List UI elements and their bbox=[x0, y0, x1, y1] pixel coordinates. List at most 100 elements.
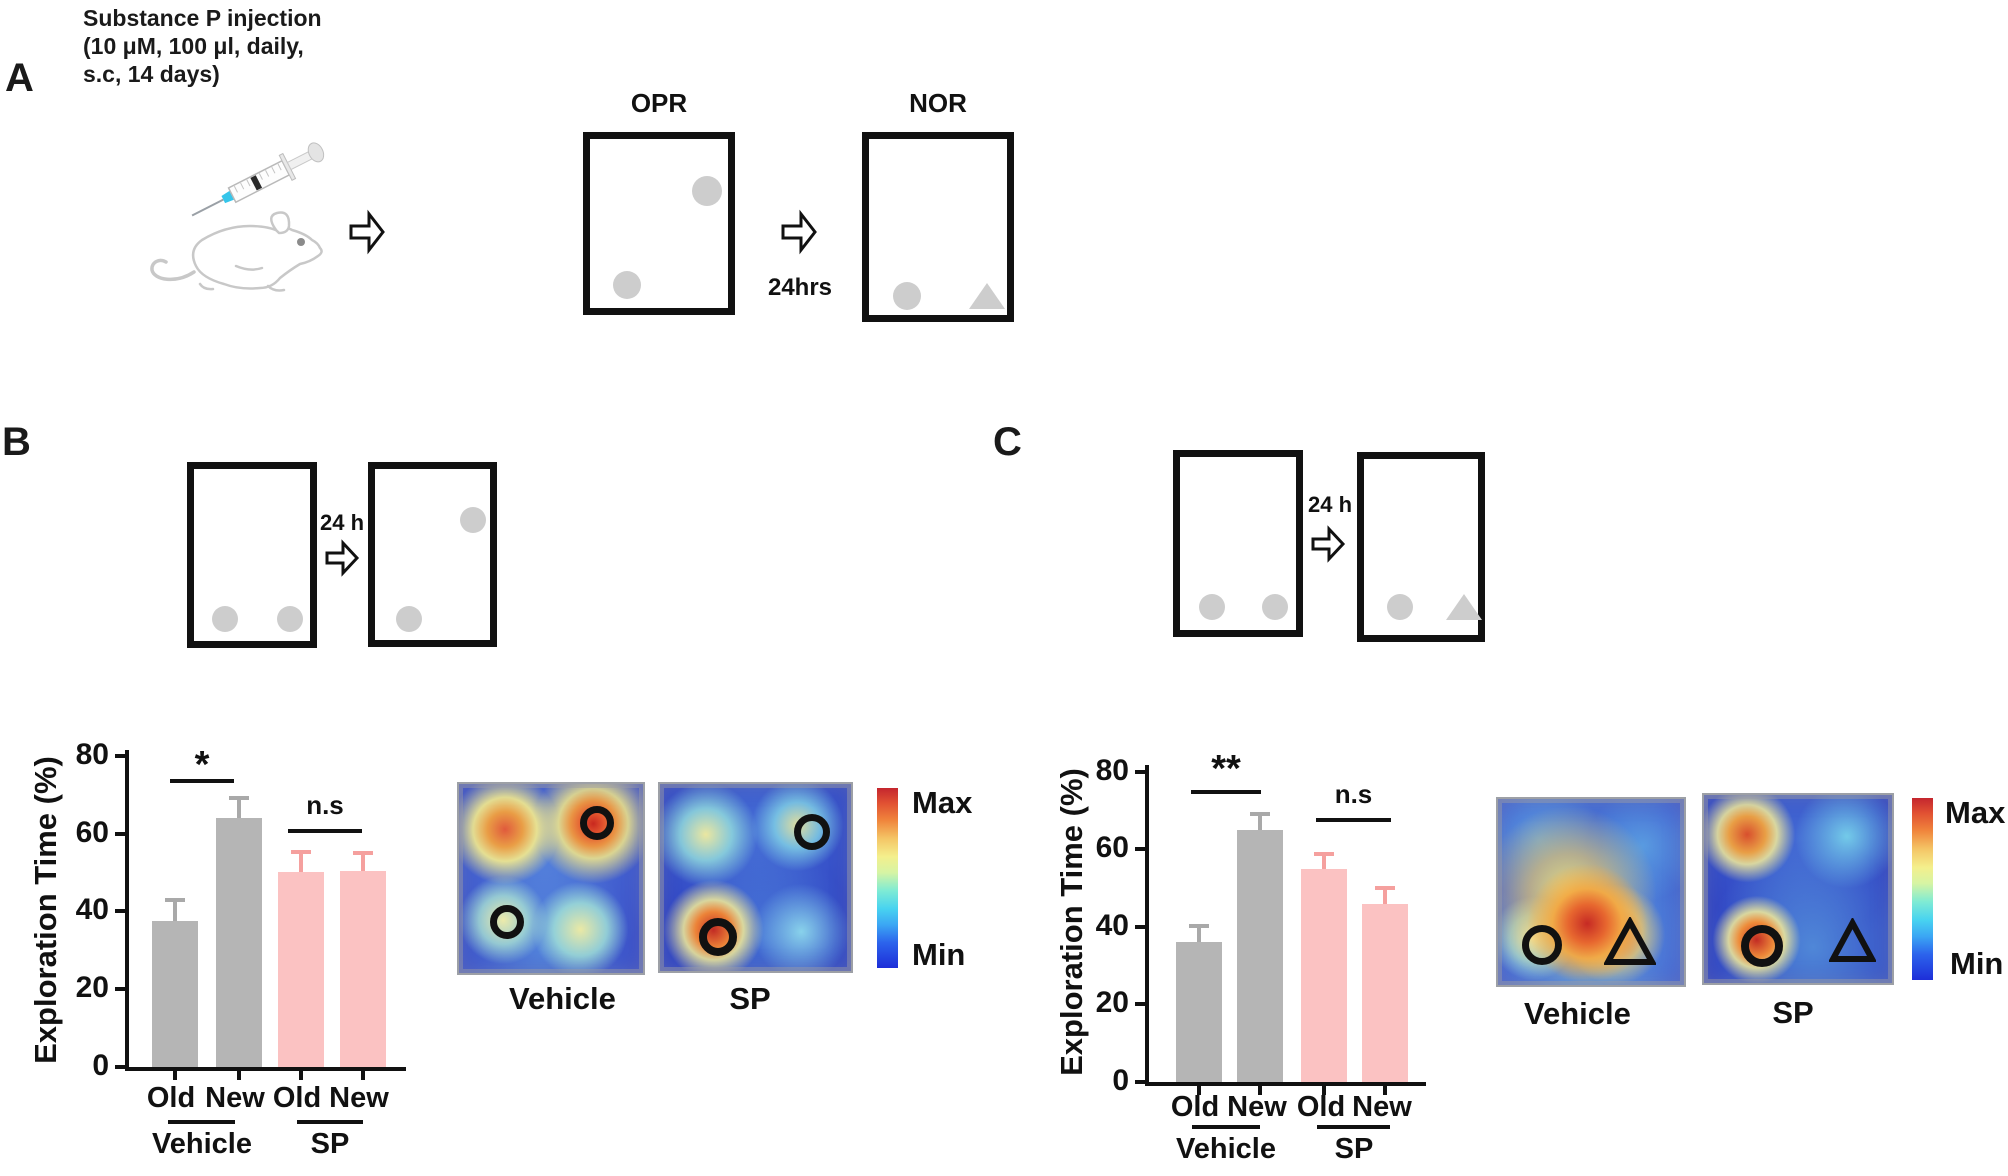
x-label-new: New bbox=[1227, 1091, 1287, 1123]
error-bar-stem bbox=[299, 854, 303, 872]
interval-24h-label: 24 h bbox=[1308, 492, 1353, 517]
ns-label: n.s bbox=[306, 790, 344, 820]
nor-familiarization-arena bbox=[1173, 450, 1303, 637]
group-label-vehicle: Vehicle bbox=[152, 1128, 252, 1160]
nor-exploration-chart: 0 20 40 60 80 bbox=[1096, 754, 1426, 1097]
x-label-new: New bbox=[1352, 1091, 1412, 1123]
y-tick-label: 0 bbox=[92, 1049, 109, 1082]
arena-object-circle bbox=[613, 271, 641, 299]
arrow-right-icon bbox=[325, 539, 360, 577]
colorbar-min-label: Min bbox=[1950, 946, 2004, 981]
heatmap-opr-sp bbox=[658, 782, 853, 973]
x-tick bbox=[173, 1071, 177, 1080]
heatmap-vehicle-label: Vehicle bbox=[1524, 996, 1631, 1031]
significance-line bbox=[170, 779, 234, 783]
y-tick-label: 40 bbox=[75, 893, 109, 926]
error-bar bbox=[165, 898, 185, 921]
arena-object-circle bbox=[1387, 594, 1413, 620]
arena-object-circle bbox=[692, 176, 722, 206]
bar-new-vehicle bbox=[216, 818, 262, 1067]
group-underline bbox=[1317, 1125, 1390, 1129]
error-bar-stem bbox=[1322, 856, 1326, 869]
y-tick-label: 20 bbox=[1095, 986, 1129, 1019]
injection-protocol-text: Substance P injection (10 μM, 100 μl, da… bbox=[83, 4, 322, 88]
bar-new-sp bbox=[340, 871, 386, 1067]
significance-line bbox=[288, 829, 362, 833]
error-bar bbox=[1250, 812, 1270, 830]
bar-old-vehicle bbox=[152, 921, 198, 1067]
arrow-right-icon bbox=[349, 209, 385, 255]
ns-label: n.s bbox=[1334, 779, 1373, 809]
x-label-old: Old bbox=[1296, 1091, 1346, 1123]
object-marker-circle-icon bbox=[1741, 925, 1783, 967]
x-tick bbox=[1258, 1086, 1262, 1095]
error-bar bbox=[353, 851, 373, 871]
y-tick-label: 80 bbox=[1095, 754, 1129, 787]
injection-line-2: (10 μM, 100 μl, daily, bbox=[83, 33, 304, 59]
error-bar bbox=[1314, 852, 1334, 869]
bar-old-vehicle bbox=[1176, 942, 1222, 1082]
x-tick bbox=[1322, 1086, 1326, 1095]
colorbar bbox=[1912, 798, 1933, 980]
heatmap-sp-label: SP bbox=[729, 981, 771, 1016]
group-underline bbox=[168, 1120, 235, 1124]
bar-new-sp bbox=[1362, 904, 1408, 1082]
significance-star: * bbox=[194, 744, 210, 786]
heatmap-opr-vehicle bbox=[457, 782, 645, 975]
arena-object-circle bbox=[893, 282, 921, 310]
injection-line-3: s.c, 14 days) bbox=[83, 61, 220, 87]
y-tick bbox=[115, 987, 127, 991]
colorbar-max-label: Max bbox=[1945, 795, 2006, 830]
object-marker-circle-icon bbox=[1522, 925, 1562, 965]
heatmap-nor-vehicle bbox=[1496, 797, 1686, 987]
error-bar bbox=[1189, 924, 1209, 942]
x-label-new: New bbox=[329, 1082, 389, 1114]
x-label-new: New bbox=[205, 1082, 265, 1114]
x-tick bbox=[361, 1071, 365, 1080]
x-label-old: Old bbox=[146, 1082, 196, 1114]
y-tick-label: 40 bbox=[1095, 909, 1129, 942]
interval-24hrs-label: 24hrs bbox=[767, 274, 833, 301]
opr-arena bbox=[583, 132, 735, 315]
y-tick bbox=[115, 909, 127, 913]
significance-line bbox=[1316, 818, 1391, 822]
opr-title: OPR bbox=[630, 88, 688, 118]
object-marker-triangle-icon bbox=[1604, 917, 1656, 965]
significance-star: ** bbox=[1211, 748, 1241, 790]
arena-object-triangle bbox=[969, 283, 1005, 309]
y-tick bbox=[1135, 847, 1147, 851]
x-tick bbox=[237, 1071, 241, 1080]
opr-test-arena bbox=[368, 462, 497, 647]
bar-new-vehicle bbox=[1237, 830, 1283, 1082]
x-tick bbox=[299, 1071, 303, 1080]
nor-test-arena bbox=[1357, 452, 1485, 642]
x-tick bbox=[1197, 1086, 1201, 1095]
y-tick bbox=[1135, 1080, 1147, 1084]
y-tick-label: 60 bbox=[75, 816, 109, 849]
nor-arena bbox=[862, 132, 1014, 322]
error-bar-stem bbox=[1197, 928, 1201, 942]
bar-old-sp bbox=[278, 872, 324, 1067]
mouse-icon bbox=[150, 211, 323, 292]
arena-object-circle bbox=[396, 606, 422, 632]
group-underline bbox=[297, 1120, 363, 1124]
arena-object-circle bbox=[277, 606, 303, 632]
nor-title: NOR bbox=[909, 88, 967, 118]
y-tick bbox=[1135, 925, 1147, 929]
syringe-icon bbox=[191, 142, 325, 217]
object-marker-triangle-icon bbox=[1829, 918, 1876, 962]
arena-object-circle bbox=[1199, 594, 1225, 620]
group-label-sp: SP bbox=[310, 1128, 350, 1160]
panel-a-label: A bbox=[5, 56, 34, 100]
error-bar-stem bbox=[173, 902, 177, 921]
y-tick-label: 0 bbox=[1112, 1064, 1129, 1097]
colorbar-max-label: Max bbox=[912, 785, 973, 820]
arrow-right-icon bbox=[1311, 525, 1346, 563]
interval-24h-label: 24 h bbox=[320, 510, 365, 535]
y-tick-label: 80 bbox=[75, 738, 109, 771]
y-tick bbox=[1135, 1002, 1147, 1006]
y-tick-label: 60 bbox=[1095, 831, 1129, 864]
colorbar bbox=[877, 788, 898, 968]
opr-exploration-chart: 0 20 40 60 80 bbox=[76, 738, 406, 1082]
heatmap-nor-sp bbox=[1702, 793, 1894, 985]
